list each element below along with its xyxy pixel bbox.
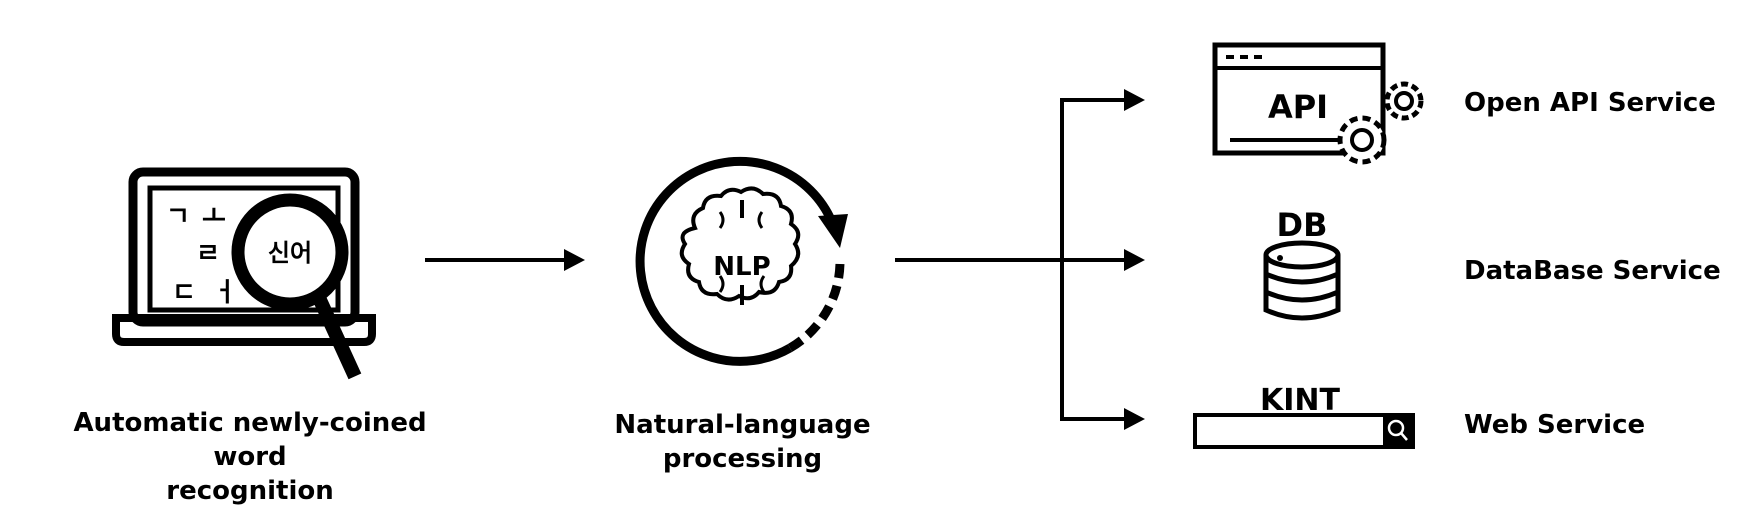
web-service-label: Web Service <box>1464 410 1646 440</box>
laptop-search-icon: ㄱ ㅗ ㄹ ㄷ ㅓ 신어 <box>112 167 376 380</box>
nlp-label-line1: Natural-language <box>614 410 871 440</box>
screen-char-1: ㄱ <box>166 202 190 232</box>
kint-icon-text: KINT <box>1260 383 1341 418</box>
nlp-brain-icon: NLP <box>635 156 848 366</box>
search-icon <box>1387 419 1408 441</box>
recognition-label: Automatic newly-coined word recognition <box>40 406 460 508</box>
gear-icon <box>1337 81 1424 165</box>
arrow-nlp-to-services <box>895 89 1145 430</box>
search-bar-icon: KINT <box>1193 383 1415 449</box>
nlp-label: Natural-language processing <box>585 408 900 476</box>
screen-char-5: ㅓ <box>213 278 237 308</box>
open-api-service-label: Open API Service <box>1464 88 1716 118</box>
screen-char-4: ㄷ <box>172 278 196 308</box>
api-icon-text: API <box>1268 88 1328 126</box>
db-icon-text: DB <box>1277 206 1328 244</box>
nlp-icon-text: NLP <box>713 252 770 282</box>
database-service-label: DataBase Service <box>1464 256 1721 286</box>
screen-char-3: ㄹ <box>196 239 220 269</box>
screen-char-2: ㅗ <box>202 202 226 232</box>
magnifier-icon: 신어 <box>231 193 362 380</box>
api-window-icon: API <box>1212 42 1424 165</box>
lens-text: 신어 <box>268 239 312 267</box>
database-icon: DB <box>1263 206 1341 321</box>
nlp-label-line2: processing <box>662 444 823 474</box>
recognition-label-line2: recognition <box>166 476 334 506</box>
arrow-recognition-to-nlp <box>425 249 585 271</box>
recognition-label-line1: Automatic newly-coined word <box>73 408 427 472</box>
